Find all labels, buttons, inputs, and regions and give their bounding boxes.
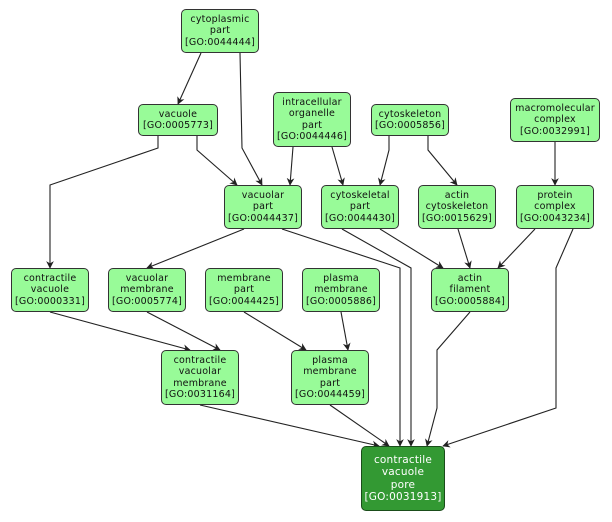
go-term-label: pore — [390, 478, 416, 491]
edge-GO0044459-to-GO0031913 — [329, 404, 390, 447]
go-term-id: [GO:0044425] — [209, 295, 279, 307]
go-term-label: vacuolar — [178, 366, 222, 377]
go-term-id: [GO:0044459] — [295, 389, 365, 400]
go-term-label: vacuolar — [125, 272, 169, 284]
go-term-label: plasma — [323, 272, 359, 284]
go-term-label: complex — [534, 114, 576, 126]
go-term-label: cytoskeleton — [378, 108, 442, 120]
go-term-id: [GO:0005774] — [112, 295, 182, 307]
edge-GO0044444-to-GO0005773 — [177, 52, 202, 105]
go-term-id: [GO:0005886] — [306, 295, 376, 307]
go-term-node-go0005773[interactable]: vacuole[GO:0005773] — [138, 104, 218, 136]
go-term-label: filament — [449, 284, 491, 296]
go-term-label: vacuole — [30, 284, 70, 296]
go-term-label: part — [252, 201, 274, 213]
go-term-label: plasma — [312, 354, 348, 366]
go-term-label: intracellular — [282, 96, 342, 108]
edge-GO0005774-to-GO0031164 — [146, 311, 221, 351]
go-term-id: [GO:0044437] — [228, 212, 298, 224]
edge-GO0044446-to-GO0044437 — [286, 146, 295, 186]
go-term-label: part — [301, 119, 323, 131]
edge-GO0044430-to-GO0031913 — [341, 228, 415, 447]
go-term-id: [GO:0005856] — [375, 120, 445, 131]
edge-GO0005886-to-GO0044459 — [340, 311, 351, 351]
go-term-label: part — [209, 25, 231, 37]
go-term-label: part — [233, 284, 255, 296]
edge-GO0043234-to-GO0005884 — [497, 228, 536, 269]
go-term-id: [GO:0044446] — [277, 131, 347, 142]
go-term-label: vacuole — [158, 108, 198, 120]
go-term-id: [GO:0000331] — [15, 295, 85, 307]
go-term-label: part — [349, 201, 371, 213]
edge-GO0043234-to-GO0031913 — [442, 228, 574, 448]
edge-GO0005884-to-GO0031913 — [425, 311, 471, 447]
go-term-id: [GO:0015629] — [422, 212, 492, 224]
edge-GO0015629-to-GO0005884 — [457, 228, 472, 269]
go-term-label: contractile — [373, 453, 433, 466]
go-term-label: membrane — [303, 366, 357, 377]
edge-GO0044430-to-GO0005884 — [379, 228, 444, 269]
go-term-id: [GO:0031164] — [165, 389, 235, 400]
go-term-label: cytoskeleton — [425, 201, 489, 213]
edge-GO0044425-to-GO0044459 — [243, 311, 307, 351]
go-term-id: [GO:0005884] — [435, 295, 505, 307]
go-term-id: [GO:0043234] — [520, 212, 590, 224]
go-term-label: contractile — [173, 354, 227, 366]
edge-GO0044444-to-GO0044437 — [239, 52, 263, 186]
go-term-label: membrane — [173, 377, 227, 389]
go-term-label: protein — [537, 189, 573, 201]
go-term-label: vacuole — [381, 466, 425, 478]
go-term-label: membrane — [314, 284, 368, 296]
go-term-id: [GO:0044444] — [185, 36, 255, 48]
go-term-label: actin — [457, 272, 483, 284]
edge-GO0044437-to-GO0031913 — [281, 228, 404, 447]
go-term-label: cytoskeletal — [330, 189, 390, 201]
go-term-id: [GO:0032991] — [520, 125, 590, 137]
go-term-label: cytoplasmic — [190, 13, 250, 25]
edge-GO0005856-to-GO0044430 — [377, 136, 390, 186]
go-term-id: [GO:0005773] — [143, 120, 213, 131]
edge-GO0005773-to-GO0000331 — [46, 136, 159, 269]
go-term-label: complex — [534, 201, 576, 213]
go-term-label: actin — [444, 189, 470, 201]
edge-GO0005773-to-GO0044437 — [196, 136, 238, 186]
go-term-label: organelle — [288, 108, 336, 119]
go-term-label: part — [319, 377, 341, 389]
go-term-id: [GO:0031913] — [364, 491, 442, 503]
edge-GO0044437-to-GO0005774 — [146, 228, 245, 269]
go-term-label: macromolecular — [515, 102, 595, 114]
go-term-label: vacuolar — [241, 189, 285, 201]
go-term-label: membrane — [217, 272, 271, 284]
go-term-id: [GO:0044430] — [325, 212, 395, 224]
go-term-label: contractile — [23, 272, 77, 284]
go-term-node-go0005856[interactable]: cytoskeleton[GO:0005856] — [371, 104, 449, 136]
edge-GO0000331-to-GO0031164 — [49, 311, 191, 352]
go-term-label: membrane — [120, 284, 174, 296]
edge-GO0044446-to-GO0044430 — [331, 146, 345, 186]
edge-GO0031164-to-GO0031913 — [199, 404, 380, 449]
edge-GO0005856-to-GO0015629 — [427, 136, 458, 186]
